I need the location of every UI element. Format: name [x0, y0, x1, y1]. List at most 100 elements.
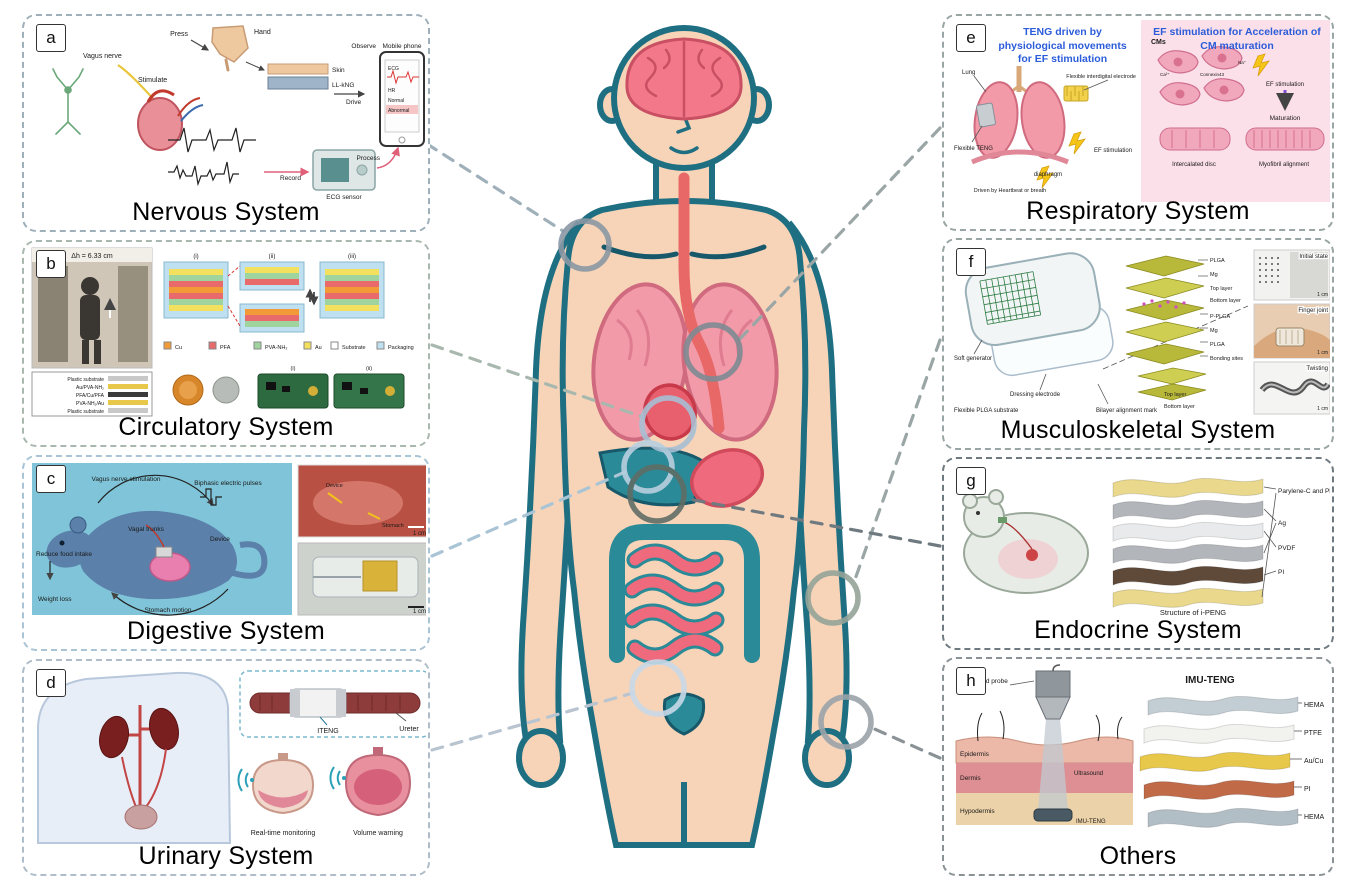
- panel-letter-f: f: [956, 248, 986, 276]
- musculoskeletal-figure: Soft generator Dressing electrode Flexib…: [954, 249, 1330, 415]
- label-ef-stimulation-right: EF stimulation: [1266, 82, 1304, 88]
- brain-folds: [644, 40, 724, 118]
- cycle-arrows: [46, 474, 229, 616]
- panel-nervous-system: a Vagus nerve Stimulate Press Hand Skin …: [22, 14, 430, 232]
- materials-legend: Cu PFA PVA-NH₂ Au Substrate Packaging: [163, 341, 414, 351]
- pcb-photos: [257, 373, 405, 409]
- heart-vagus-illustration: [117, 64, 204, 151]
- photo-scale-initial: 1 cm: [1317, 292, 1328, 298]
- panel-title-musculoskeletal: Musculoskeletal System: [1000, 416, 1276, 444]
- label-bonding-sites: Bonding sites: [1210, 356, 1243, 362]
- panel-title-urinary: Urinary System: [138, 842, 314, 870]
- label-connexin43: Connexin43: [1200, 72, 1225, 77]
- photo-label-initial-state: Initial state: [1299, 254, 1328, 260]
- bladder-monitoring: [237, 747, 412, 817]
- panel-letter-g: g: [956, 467, 986, 495]
- panel-letter-h: h: [956, 667, 986, 695]
- label-na: Na⁺: [1238, 60, 1247, 65]
- legend-pfa: PFA: [220, 345, 231, 351]
- imu-teng-title: IMU-TENG: [1185, 675, 1235, 686]
- label-ultrasound: Ultrasound: [1074, 771, 1103, 777]
- label-bottom-layer-2: Bottom layer: [1164, 404, 1195, 410]
- photo-scale-1: 1 cm: [413, 531, 426, 537]
- ecg-traces: [168, 127, 256, 187]
- rat-implant-illustration: [962, 489, 1089, 594]
- photo-scale-2: 1 cm: [413, 609, 426, 615]
- label-plga-top: PLGA: [1210, 258, 1225, 264]
- label-stomach-motion: Stomach motion: [145, 607, 192, 614]
- hand-right: [802, 728, 852, 788]
- layer-label-pvdf: PVDF: [1278, 545, 1295, 552]
- stack-label-1: Plastic substrate: [67, 377, 104, 383]
- label-bilayer-mark: Bilayer alignment mark: [1096, 408, 1158, 414]
- panel-letter-a: a: [36, 24, 66, 52]
- respiratory-left-heading: TENG driven by physiological movements f…: [998, 26, 1127, 66]
- panel-letter-b: b: [36, 250, 66, 278]
- surgical-photo: [297, 464, 426, 538]
- diaphragm-illustration: [971, 149, 1069, 165]
- label-skin: Skin: [332, 67, 345, 74]
- label-lung: Lung: [962, 70, 975, 76]
- label-dressing-electrode: Dressing electrode: [1010, 392, 1061, 398]
- nervous-system-figure: Vagus nerve Stimulate Press Hand Skin LL…: [52, 25, 425, 201]
- imu-teng-layer-stack: [1139, 695, 1299, 828]
- hand-illustration: [211, 25, 249, 72]
- label-realtime-monitoring: Real-time monitoring: [251, 830, 316, 837]
- phone-ecg-label: ECG: [388, 66, 399, 72]
- photo-twisting: [1253, 361, 1330, 415]
- label-mg-top: Mg: [1210, 272, 1218, 278]
- panel-letter-c: c: [36, 465, 66, 493]
- photo-label-stomach: Stomach: [382, 523, 404, 529]
- stack-label-3: PFA/Cu/PFA: [76, 393, 105, 399]
- label-reduce-food: Reduce food intake: [36, 551, 92, 558]
- label-ureter: Ureter: [399, 726, 419, 733]
- others-figure: Ultrasound probe Epidermis Dermis Hypode…: [955, 664, 1325, 828]
- stack-label-2: Au/PVA-NH₂: [76, 385, 104, 391]
- panel-title-respiratory: Respiratory System: [1026, 197, 1250, 225]
- label-cms: CMs: [1151, 39, 1166, 46]
- photo-label-finger-joint: Finger joint: [1298, 308, 1328, 314]
- torso-with-kidneys: [37, 671, 232, 844]
- label-biphasic: Biphasic electric pulses: [194, 480, 262, 487]
- hand-left: [516, 728, 566, 788]
- panel-letter-e: e: [956, 24, 986, 52]
- stack-mark-ii: (ii): [269, 254, 276, 260]
- respiratory-system-figure: Lung Flexible TENG Flexible interdigital…: [954, 20, 1330, 202]
- label-delta-h: Δh = 6.33 cm: [71, 253, 113, 260]
- device-cross-section-inset: Plastic substrate Au/PVA-NH₂ PFA/Cu/PFA …: [31, 371, 153, 417]
- pcb-mark-i: (i): [291, 366, 296, 372]
- phone-hr-label: HR: [388, 88, 396, 94]
- panel-others: h Ultrasound probe Epidermis Dermis Hypo…: [942, 657, 1334, 876]
- urinary-system-figure: ITENG Ureter Real-time monitoring Volume…: [37, 670, 426, 844]
- biphasic-pulse-glyph: [200, 488, 222, 506]
- legend-au: Au: [315, 345, 322, 351]
- hand-to-device-arrow: [245, 61, 265, 71]
- photo-initial-state: [1253, 249, 1330, 301]
- ultrasound-probe-body: [1035, 670, 1071, 698]
- digestive-system-figure: Vagus nerve stimulation Biphasic electri…: [32, 463, 426, 616]
- imu-layer-ptfe: PTFE: [1304, 730, 1322, 737]
- panel-title-endocrine: Endocrine System: [1034, 616, 1242, 644]
- label-device: Device: [210, 536, 230, 543]
- neuron-illustration: [52, 68, 84, 135]
- phone-normal-label: Normal: [388, 98, 404, 104]
- layer-callout-lines: [1261, 486, 1277, 598]
- layer-label-pi: PI: [1278, 569, 1284, 576]
- label-mobile-phone: Mobile phone: [382, 43, 421, 50]
- legend-cu: Cu: [175, 345, 182, 351]
- phone-ecg-trace: [387, 69, 419, 85]
- label-top-layer: Top layer: [1210, 286, 1232, 292]
- photo-scale-finger: 1 cm: [1317, 350, 1328, 356]
- label-stimulate: Stimulate: [138, 77, 167, 84]
- label-observe: Observe: [351, 43, 376, 50]
- panel-title-digestive: Digestive System: [127, 617, 325, 645]
- legend-packaging: Packaging: [388, 345, 414, 351]
- photo-scale-twisting: 1 cm: [1317, 406, 1328, 412]
- label-maturation: Maturation: [1270, 115, 1301, 122]
- label-hand: Hand: [254, 29, 271, 36]
- label-diaphragm: diaphragm: [1034, 172, 1062, 178]
- label-imu-teng-device: IMU-TENG: [1076, 819, 1106, 825]
- phone-alert-highlight: [386, 105, 418, 114]
- lungs-teng-illustration: [971, 66, 1089, 189]
- label-bottom-layer: Bottom layer: [1210, 298, 1241, 304]
